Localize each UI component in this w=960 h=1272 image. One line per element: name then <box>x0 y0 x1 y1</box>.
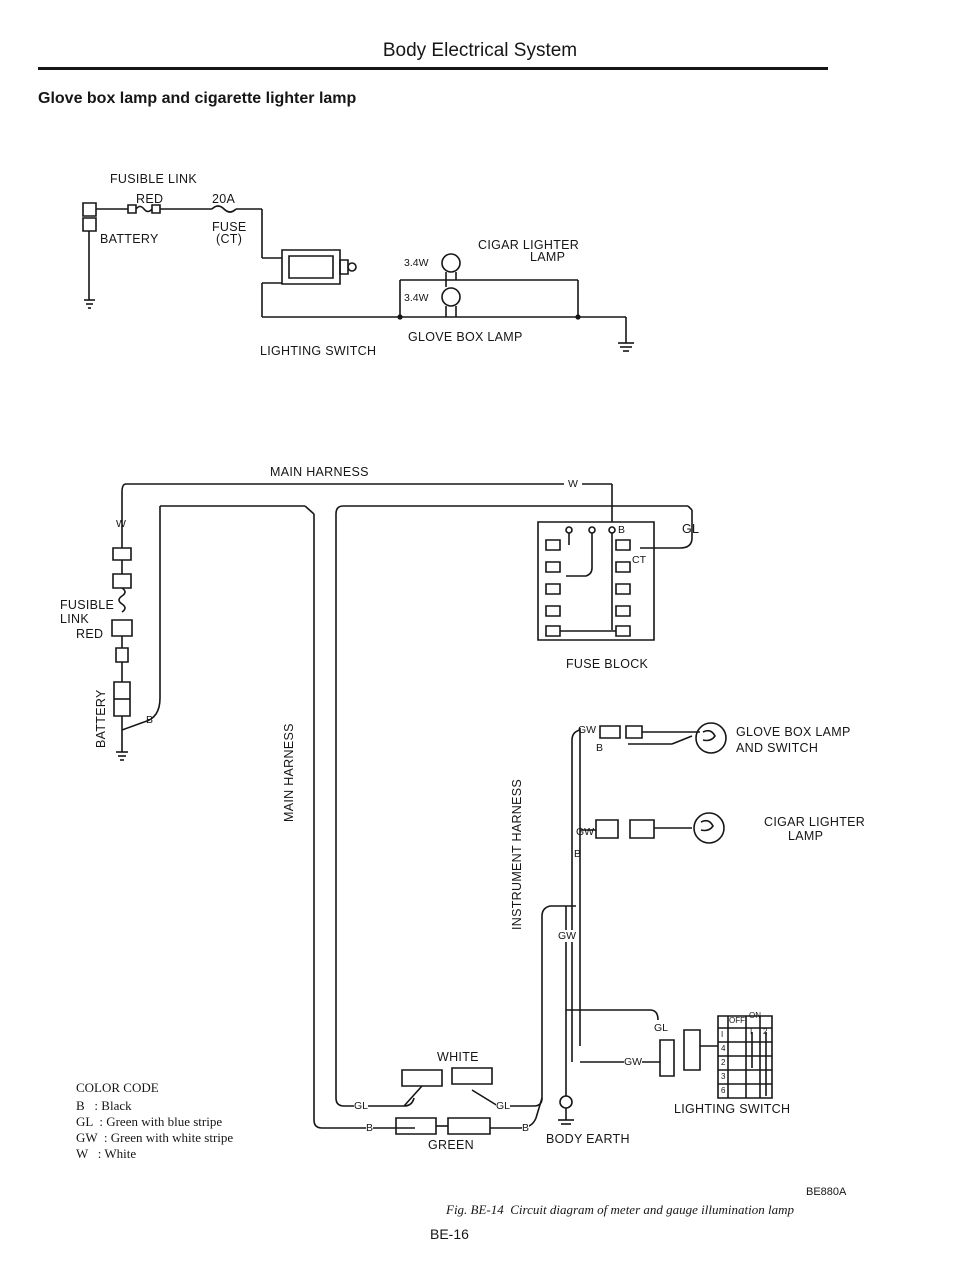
fuse-block-b: B <box>618 524 626 536</box>
fusible-label-3: RED <box>76 627 104 641</box>
figure-caption: Fig. BE-14 Circuit diagram of meter and … <box>446 1202 794 1217</box>
glove-box-lamp-label-2: AND SWITCH <box>736 741 819 755</box>
wire-gw-switch: GW <box>624 1056 643 1068</box>
header-rule <box>38 67 828 70</box>
switch-row-1: I <box>721 1030 724 1039</box>
color-code-title: COLOR CODE <box>76 1080 159 1095</box>
fusible-link-label: FUSIBLE LINK <box>110 172 197 186</box>
main-harness-label: MAIN HARNESS <box>270 465 369 479</box>
wire-gw-2: GW <box>576 826 595 838</box>
top-schematic <box>83 203 634 351</box>
fuse-block-drawing <box>538 522 654 640</box>
color-code-item: GW : Green with white stripe <box>76 1130 234 1145</box>
switch-row-2: 4 <box>721 1044 726 1053</box>
switch-row-3: 2 <box>721 1058 726 1067</box>
wire-w-left: W <box>116 518 126 530</box>
wire-gl-left: GL <box>354 1100 369 1112</box>
fusible-label-1: FUSIBLE <box>60 598 115 612</box>
wire-gl-switch: GL <box>654 1022 669 1034</box>
red-label: RED <box>136 192 164 206</box>
color-code-item: W : White <box>76 1146 137 1161</box>
wire-gw-1: GW <box>578 724 597 736</box>
lighting-switch-bottom-label: LIGHTING SWITCH <box>674 1102 791 1116</box>
fuse-label: FUSE <box>212 220 247 234</box>
fuse-block-ct: CT <box>632 554 646 566</box>
switch-on-label: ON <box>749 1011 761 1020</box>
color-code-item: GL : Green with blue stripe <box>76 1114 223 1129</box>
wire-gw-3: GW <box>558 930 577 942</box>
switch-row-4: 3 <box>721 1072 726 1081</box>
white-connector-label: WHITE <box>437 1050 479 1064</box>
wire-b-battery: B <box>146 714 154 726</box>
page-header: Body Electrical System <box>382 40 578 61</box>
cigar-lighter-label-2: LAMP <box>788 829 824 843</box>
switch-off-label: OFF <box>729 1016 745 1025</box>
battery-side <box>112 498 144 760</box>
harness-frame <box>122 484 692 1128</box>
cigar-label-1: CIGAR LIGHTER <box>478 238 580 252</box>
watt-label-2: 3.4W <box>404 292 429 304</box>
page-number: BE-16 <box>430 1226 469 1242</box>
wire-b-1: B <box>596 742 604 754</box>
fuse-ct-label: (CT) <box>216 232 243 246</box>
wire-gl-right: GL <box>682 522 700 536</box>
wire-gl-mid: GL <box>496 1100 511 1112</box>
switch-col-1: I <box>750 1027 753 1036</box>
body-earth-label: BODY EARTH <box>546 1132 630 1146</box>
instrument-branches <box>396 723 772 1134</box>
battery-vertical-label: BATTERY <box>94 689 108 748</box>
watt-label-1: 3.4W <box>404 257 429 269</box>
instrument-harness-label: INSTRUMENT HARNESS <box>510 778 524 930</box>
main-harness-vertical-label: MAIN HARNESS <box>282 723 296 822</box>
wire-b-2: B <box>574 848 582 860</box>
section-title: Glove box lamp and cigarette lighter lam… <box>38 90 357 107</box>
fuse-amp-label: 20A <box>212 192 236 206</box>
lighting-switch-label: LIGHTING SWITCH <box>260 344 377 358</box>
battery-label: BATTERY <box>100 232 159 246</box>
switch-col-2: 2 <box>763 1027 768 1036</box>
wire-b-left: B <box>366 1122 374 1134</box>
cigar-lighter-label-1: CIGAR LIGHTER <box>764 815 866 829</box>
glove-lamp-label: GLOVE BOX LAMP <box>408 330 523 344</box>
fuse-block-label: FUSE BLOCK <box>566 657 649 671</box>
glove-box-lamp-label-1: GLOVE BOX LAMP <box>736 725 851 739</box>
fusible-label-2: LINK <box>60 612 89 626</box>
green-connector-label: GREEN <box>428 1138 474 1152</box>
wire-b-mid: B <box>522 1122 530 1134</box>
color-code-item: B : Black <box>76 1098 132 1113</box>
cigar-label-2: LAMP <box>530 250 566 264</box>
switch-row-5: 6 <box>721 1086 726 1095</box>
figure-ref: BE880A <box>806 1186 847 1198</box>
wire-w-top: W <box>564 478 582 490</box>
